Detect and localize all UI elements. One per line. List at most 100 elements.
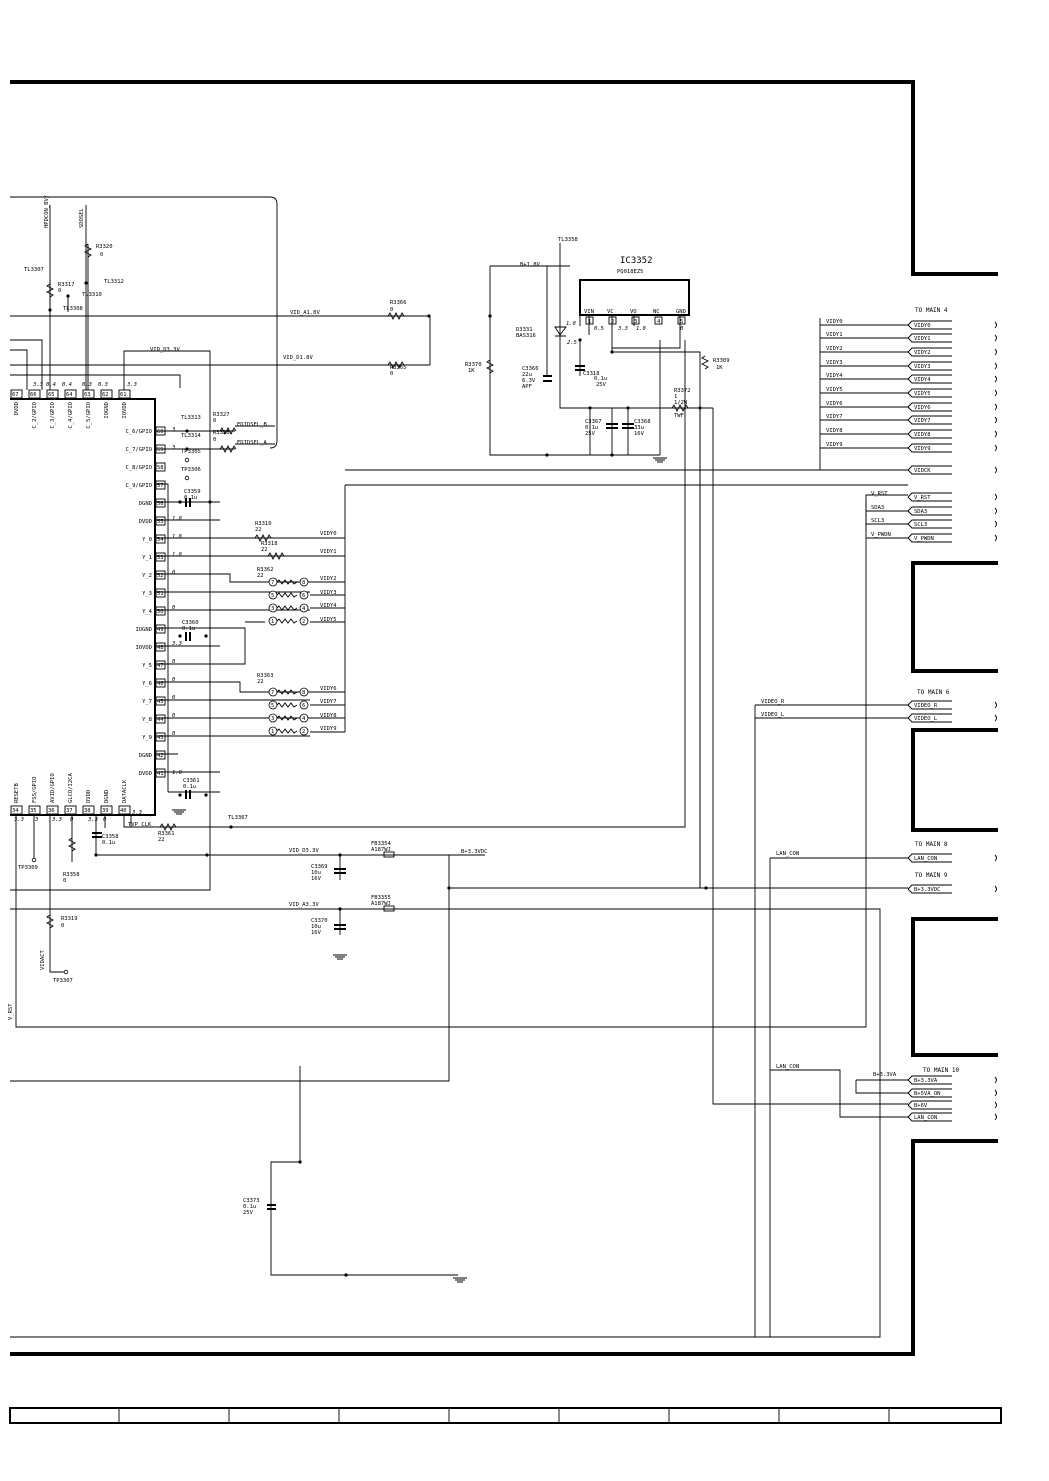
net-label: C3366 — [522, 366, 539, 372]
net-label: TP3309 — [18, 865, 38, 871]
net-label: VID_D3.3V — [289, 848, 319, 854]
net-label: R3317 — [58, 282, 75, 288]
net-label: TP3305 — [181, 449, 201, 455]
port-label: VIDCK — [914, 468, 931, 474]
net-label: VIDY5 — [320, 617, 337, 623]
port-label: B+3.3VA — [914, 1078, 938, 1084]
voltage-reading: 0 — [680, 326, 684, 332]
port-label: B+3.3VDC — [914, 887, 941, 893]
voltage-reading: 0 — [172, 695, 176, 701]
pin-number: 42 — [157, 753, 164, 759]
net-label: VIDY2 — [826, 346, 843, 352]
port-outline — [907, 1075, 952, 1085]
pin-box — [585, 316, 594, 325]
pin-box — [28, 389, 41, 399]
pin-name: C_5/GPIO — [86, 402, 92, 429]
to-main-label: TO MAIN 8 — [915, 841, 948, 848]
pin-name: DATACLK — [122, 779, 128, 803]
pin-number: 58 — [157, 465, 164, 471]
voltage-reading: 0 — [103, 817, 107, 823]
pin-number: 61 — [120, 392, 127, 398]
ic3352-part: PQ018EZ5 — [617, 269, 644, 275]
to-main-label: TO MAIN 10 — [923, 1067, 960, 1074]
net-label: R3328 — [213, 430, 230, 436]
net-label: C3360 — [182, 620, 199, 626]
voltage-reading: 0 — [172, 677, 176, 683]
net-label: 1K — [468, 368, 475, 374]
voltage-reading: 3.3 — [32, 382, 43, 388]
pin-box — [155, 732, 166, 742]
port-bracket — [994, 403, 997, 411]
pin-name: Y_8 — [142, 717, 152, 723]
pin-box — [155, 606, 166, 616]
net-label: VID_D1.8V — [283, 355, 313, 361]
port-bracket — [994, 854, 997, 862]
pin-box — [155, 480, 166, 490]
pin-name: IOVDD — [135, 645, 152, 651]
port-bracket — [994, 1076, 997, 1084]
port-bracket — [994, 701, 997, 709]
pin-name: FSS/GPIO — [32, 777, 38, 804]
voltage-reading: 3.3 — [13, 817, 24, 823]
voltage-reading: 0.4 — [46, 382, 56, 388]
port-label: VIDEO_L — [914, 716, 938, 722]
array-pin-number: 6 — [302, 593, 305, 599]
pin-name: DGND — [139, 501, 152, 507]
pin-name: Y_6 — [142, 681, 152, 687]
port-bracket — [994, 430, 997, 438]
pin-box — [64, 805, 77, 815]
net-label: HPDCON_BV/ — [44, 195, 50, 228]
pin-number: 51 — [157, 591, 164, 597]
net-label: 22 — [257, 679, 264, 685]
voltage-reading: 1.8 — [172, 552, 183, 558]
port-label: V_PWDN — [914, 536, 934, 542]
port-bracket — [994, 362, 997, 370]
net-label: 0 — [213, 437, 216, 443]
pin-name: DGND — [104, 790, 110, 803]
ic3352-pin-number: 1 — [588, 319, 591, 325]
net-label: R3365 — [390, 365, 407, 371]
pin-number: 66 — [30, 392, 37, 398]
test-points — [31, 457, 190, 975]
port-outline — [907, 388, 952, 398]
net-label: VIDY9 — [320, 726, 337, 732]
net-label: TP3306 — [181, 467, 201, 473]
net-label: 22u — [522, 372, 532, 378]
array-pin — [299, 577, 309, 587]
pin-box — [654, 316, 663, 325]
array-pin-number: 4 — [302, 716, 306, 722]
pin-box — [118, 389, 131, 399]
voltage-reading: 3 — [171, 427, 175, 433]
pin-number: 60 — [157, 429, 164, 435]
net-label: VIDY9 — [826, 442, 843, 448]
pin-box — [677, 316, 686, 325]
sheet-frame — [10, 80, 998, 1356]
net-label: V_RST — [871, 491, 888, 497]
port-label: VIDY5 — [914, 391, 931, 397]
pin-box — [155, 678, 166, 688]
net-label: VIDY2 — [320, 576, 337, 582]
voltage-reading: 1.8 — [172, 770, 183, 776]
voltage-reading: 0 — [70, 817, 74, 823]
array-pin-number: 2 — [302, 729, 305, 735]
pin-box — [155, 534, 166, 544]
pin-number: 50 — [157, 609, 164, 615]
pin-box — [46, 805, 59, 815]
port-bracket — [994, 389, 997, 397]
net-label: 0 — [390, 307, 393, 313]
net-label: VIDY4 — [320, 603, 337, 609]
ic-main-body — [10, 398, 156, 816]
pin-box — [118, 805, 131, 815]
pin-name: Y_3 — [142, 591, 152, 597]
net-label: R3361 — [158, 831, 175, 837]
port-bracket — [994, 466, 997, 474]
net-label: C3359 — [184, 489, 201, 495]
array-pin-number: 1 — [271, 619, 274, 625]
net-label: 25V — [585, 431, 596, 437]
net-label: VIDY0 — [320, 531, 337, 537]
net-label: LAN_CON — [776, 851, 799, 857]
net-label: R3318 — [261, 541, 278, 547]
port-label: B+6V — [914, 1103, 928, 1109]
array-pin-number: 8 — [302, 690, 305, 696]
net-label: C3369 — [311, 864, 328, 870]
